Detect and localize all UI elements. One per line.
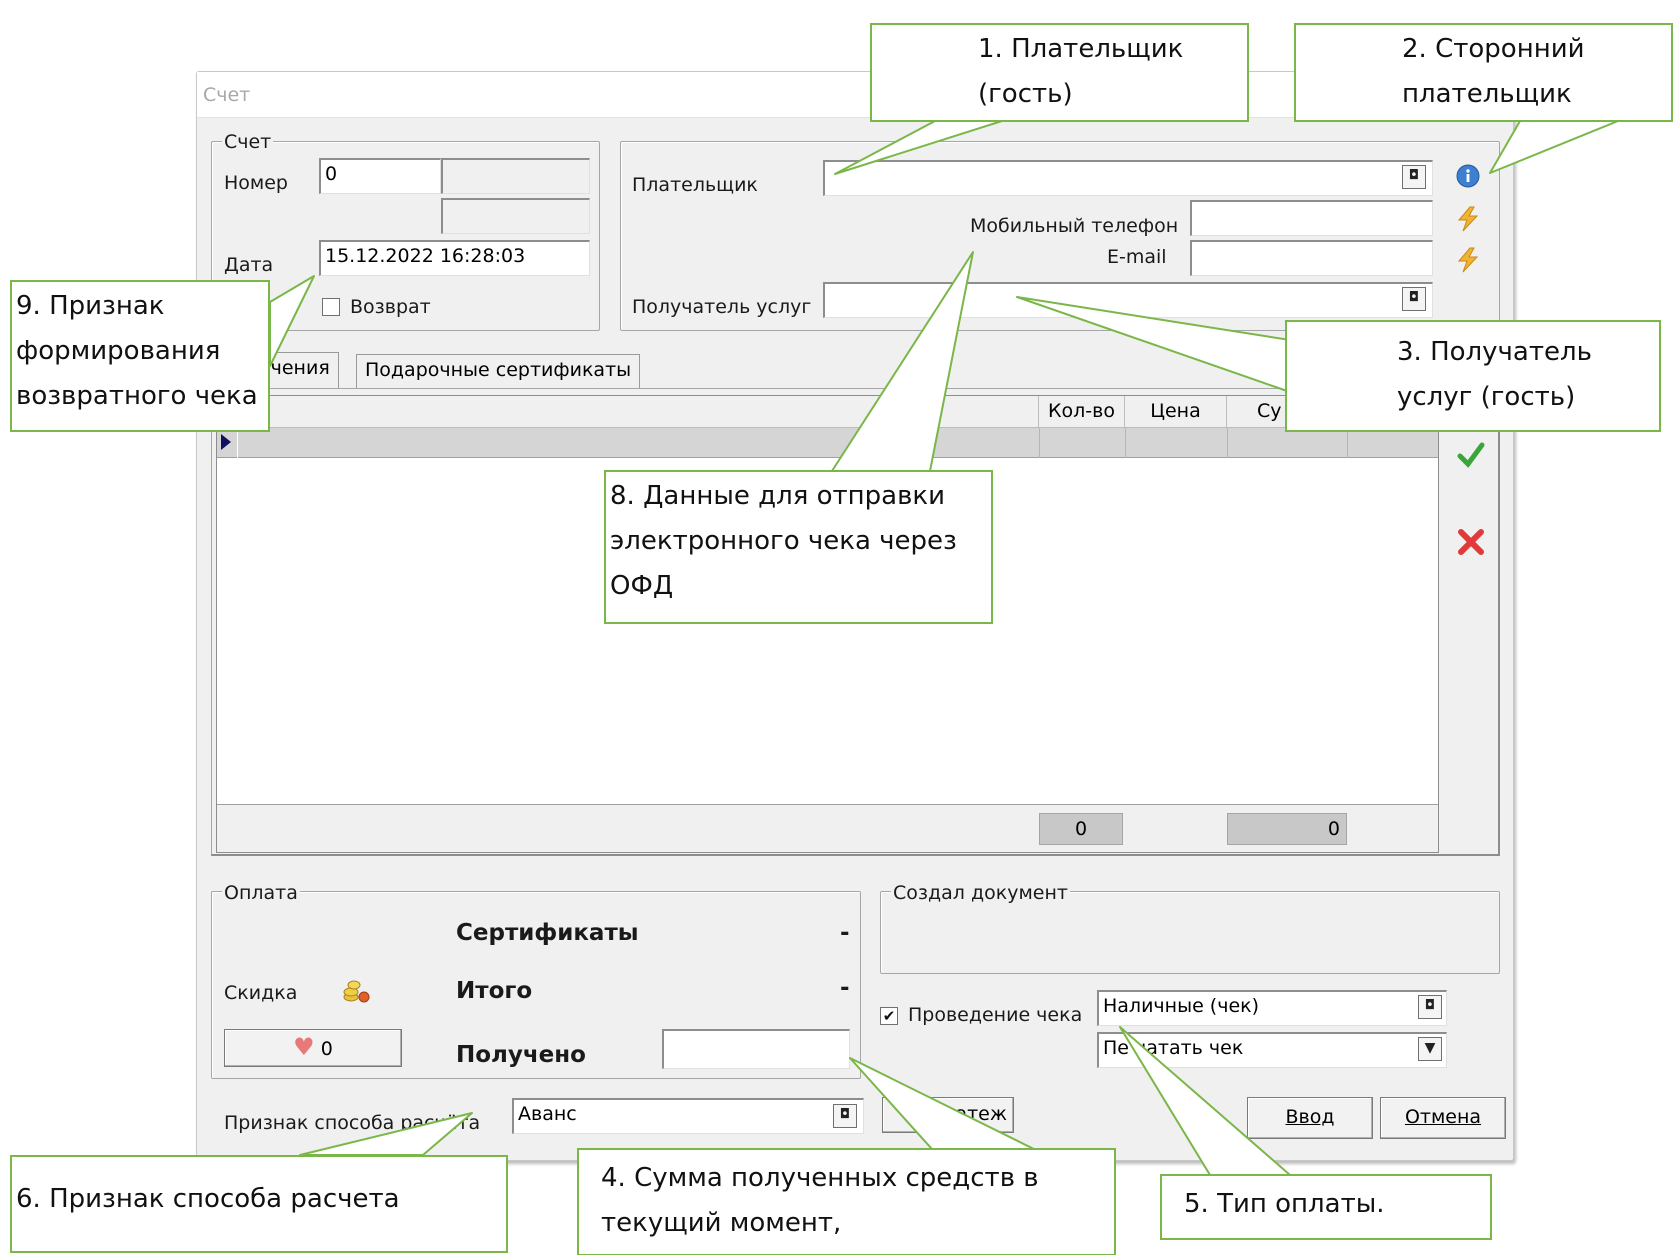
services-grid: Кол-во Цена Су 0 0 [216, 395, 1439, 853]
cancel-button[interactable]: Отмена [1380, 1097, 1506, 1139]
row-indicator-arrow-icon [221, 434, 231, 450]
coins-icon[interactable] [340, 975, 372, 1005]
mobile-input[interactable] [1190, 200, 1433, 236]
number-input[interactable]: 0 [319, 158, 441, 194]
callout-5-pointer [1119, 1026, 1291, 1176]
delete-x-icon[interactable] [1456, 527, 1486, 557]
callout-1-pointer [834, 120, 1003, 175]
title-bar: Счет [197, 72, 1513, 118]
calc-method-select[interactable]: Аванс [512, 1098, 864, 1134]
callout-ofd-data: 8. Данные для отправки электронного чека… [604, 470, 993, 624]
window-title: Счет [203, 84, 251, 106]
callout-recipient-guest: 3. Получатель услуг (гость) [1285, 320, 1661, 432]
email-label: E-mail [1107, 246, 1167, 268]
grid-footer: 0 0 [217, 804, 1438, 852]
payment-type-select[interactable]: Наличные (чек) [1097, 990, 1447, 1026]
creator-group-label: Создал документ [891, 882, 1070, 904]
row-divider [1039, 428, 1040, 458]
callout-9-pointer [269, 275, 315, 367]
payment-group [211, 891, 861, 1079]
cancel-button-label: Отмена [1404, 1106, 1482, 1128]
info-icon[interactable] [1456, 164, 1480, 188]
callout-payer-guest: 1. Плательщик (гость) [870, 23, 1249, 122]
email-input[interactable] [1190, 240, 1433, 276]
certificates-value: - [840, 920, 850, 946]
row-divider [1227, 428, 1228, 458]
payer-select[interactable] [823, 160, 1433, 196]
callout-received-amount: 4. Сумма полученных средств в текущий мо… [577, 1148, 1116, 1255]
callout-third-party-payer: 2. Сторонний плательщик [1294, 23, 1673, 122]
received-label: Получено [456, 1042, 586, 1068]
creator-group [880, 891, 1500, 974]
return-label: Возврат [350, 296, 431, 318]
footer-sum-total: 0 [1227, 813, 1347, 845]
table-row[interactable] [217, 428, 1438, 458]
callout-3-pointer [1016, 296, 1291, 393]
payment-type-dropdown-button[interactable]: ◘ [1418, 995, 1442, 1019]
post-receipt-label: Проведение чека [908, 1004, 1083, 1026]
number-label: Номер [224, 172, 288, 194]
return-checkbox[interactable] [322, 298, 340, 316]
row-divider [1125, 428, 1126, 458]
tab-gift-certificates[interactable]: Подарочные сертификаты [356, 354, 641, 388]
callout-calc-method: 6. Признак способа расчета [10, 1155, 508, 1253]
discount-button-value: 0 [320, 1038, 333, 1060]
row-divider [1347, 428, 1348, 458]
callout-payment-type: 5. Тип оплаты. [1160, 1174, 1492, 1240]
callout-6-pointer [299, 1112, 473, 1156]
enter-button[interactable]: Ввод [1247, 1097, 1373, 1139]
total-value: - [840, 975, 850, 1001]
payment-group-label: Оплата [222, 882, 300, 904]
enter-button-label: Ввод [1285, 1106, 1335, 1128]
heart-icon: ♥ [293, 1033, 315, 1061]
row-divider [237, 428, 238, 458]
total-label: Итого [456, 978, 533, 1004]
callout-return-flag: 9. Признак формирования возвратного чека [10, 280, 270, 432]
print-mode-dropdown-button[interactable]: ▼ [1418, 1037, 1442, 1061]
recipient-dropdown-button[interactable]: ◘ [1402, 287, 1426, 311]
callout-8-pointer [831, 251, 974, 472]
calc-method-dropdown-button[interactable]: ◘ [833, 1104, 857, 1128]
callout-4-pointer [849, 1057, 1053, 1159]
callout-2-pointer [1489, 120, 1619, 174]
column-header-price[interactable]: Цена [1125, 396, 1227, 428]
discount-label: Скидка [224, 982, 298, 1004]
payer-label: Плательщик [632, 174, 758, 196]
lightning-icon[interactable] [1454, 247, 1482, 273]
payer-group [620, 141, 1500, 331]
payer-dropdown-button[interactable]: ◘ [1402, 165, 1426, 189]
mobile-label: Мобильный телефон [970, 215, 1179, 237]
number-extra-field-2[interactable] [441, 198, 590, 234]
discount-button[interactable]: ♥ 0 [224, 1029, 402, 1067]
received-input[interactable] [662, 1029, 850, 1069]
account-group-label: Счет [222, 131, 274, 153]
tab-panel-border [211, 388, 1500, 856]
post-receipt-checkbox[interactable]: ✔ [880, 1007, 898, 1025]
certificates-label: Сертификаты [456, 920, 639, 946]
footer-qty-total: 0 [1039, 813, 1123, 845]
ok-check-icon[interactable] [1456, 440, 1486, 470]
account-group [211, 141, 600, 331]
column-header-qty[interactable]: Кол-во [1039, 396, 1125, 428]
recipient-label: Получатель услуг [632, 296, 812, 318]
date-input[interactable]: 15.12.2022 16:28:03 [319, 240, 590, 276]
lightning-icon[interactable] [1454, 206, 1482, 232]
date-label: Дата [224, 254, 274, 276]
number-extra-field-1[interactable] [441, 158, 590, 194]
